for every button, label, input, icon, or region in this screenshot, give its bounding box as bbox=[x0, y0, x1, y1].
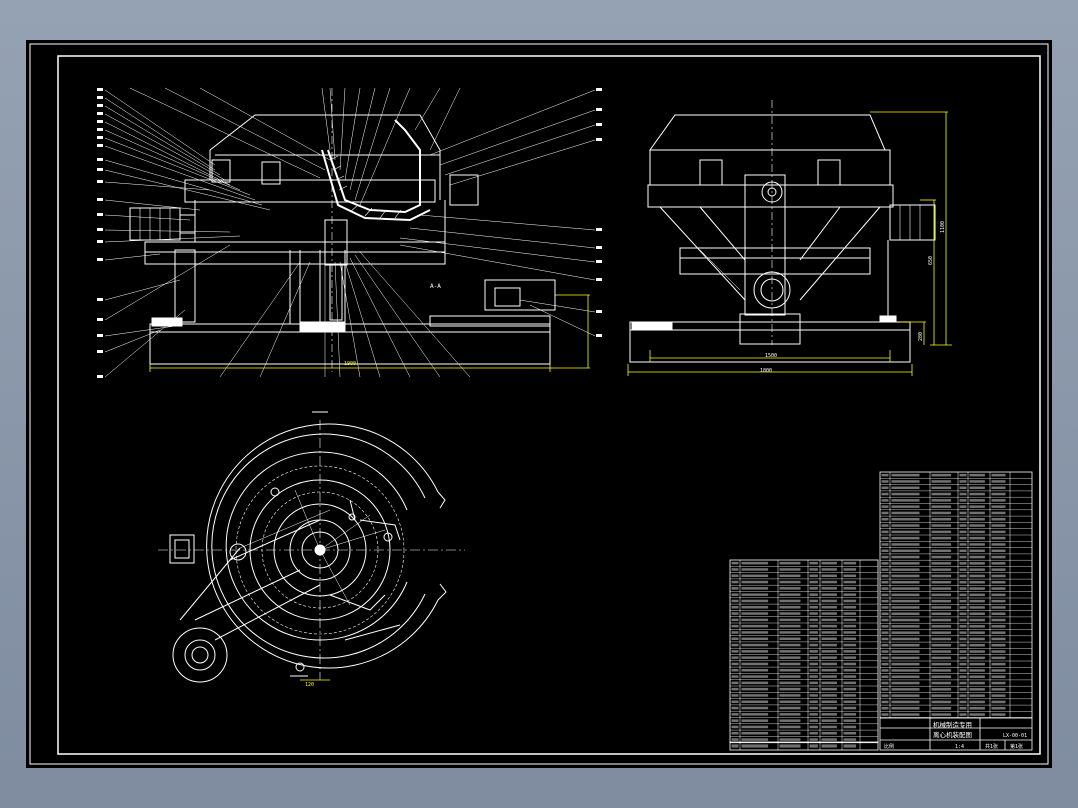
scale-value: 1:4 bbox=[955, 744, 964, 750]
parts-list-left-header bbox=[729, 741, 879, 751]
side-view bbox=[629, 100, 936, 363]
front-base-width-dim: 1900 bbox=[344, 361, 356, 367]
side-height2-dim: 650 bbox=[928, 256, 934, 265]
side-dimensions bbox=[627, 111, 952, 376]
side-base-width-dim: 1800 bbox=[760, 368, 772, 374]
side-inner-width-dim: 1500 bbox=[765, 353, 777, 359]
title-block bbox=[879, 717, 1033, 751]
side-base-h-dim: 280 bbox=[918, 332, 924, 341]
inner-frame bbox=[57, 55, 1041, 755]
front-dimensions bbox=[149, 294, 590, 372]
sheet-info: 共1张 bbox=[985, 743, 998, 750]
outer-frame bbox=[29, 43, 1049, 765]
scale-label: 比例 bbox=[884, 743, 894, 750]
plan-dim-text: 120 bbox=[305, 682, 314, 688]
title-line1: 机械制造专用 bbox=[933, 720, 972, 729]
sheet-info2: 第1张 bbox=[1010, 743, 1023, 750]
plan-view bbox=[158, 411, 465, 683]
side-height-dim: 1100 bbox=[940, 221, 946, 233]
front-section-view bbox=[97, 87, 602, 378]
drawing-number: LX-00-01 bbox=[1003, 733, 1027, 739]
parts-list-left bbox=[729, 559, 879, 744]
title-line2: 离心机装配图 bbox=[933, 730, 972, 739]
front-section-label: A-A bbox=[430, 283, 441, 290]
